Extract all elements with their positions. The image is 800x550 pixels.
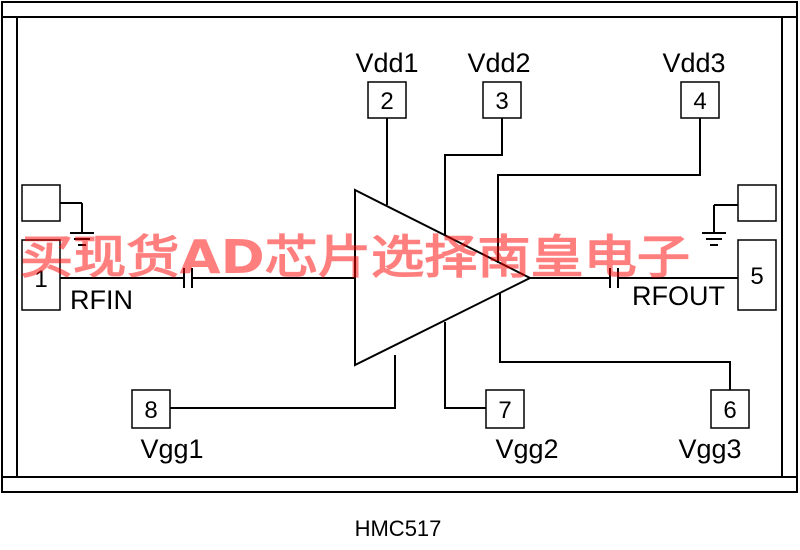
pin-8-number: 8	[144, 397, 157, 424]
vgg2-label: Vgg2	[495, 434, 558, 464]
pin-6-number: 6	[723, 397, 736, 424]
vgg2-trace	[444, 322, 486, 409]
part-number-caption: HMC517	[355, 516, 442, 541]
rf-input-trace	[60, 268, 355, 288]
pin-1: 1	[21, 239, 61, 311]
pin-2-number: 2	[380, 88, 393, 115]
rf-output-trace	[530, 268, 740, 288]
amplifier-triangle	[354, 188, 533, 367]
pin-4-number: 4	[693, 88, 706, 115]
output-ground-symbol	[702, 232, 726, 246]
input-ground-symbol	[70, 232, 94, 246]
pin-7-number: 7	[498, 397, 511, 424]
vgg1-label: Vgg1	[140, 434, 203, 464]
pin-1-number: 1	[34, 266, 47, 293]
package-outline	[1, 1, 798, 493]
pin-8: 8	[131, 389, 171, 429]
rfout-label: RFOUT	[632, 281, 725, 311]
input-ground-pad	[21, 184, 83, 232]
output-ground-pad	[713, 184, 777, 232]
pin-7: 7	[485, 389, 525, 429]
pin-5: 5	[737, 239, 777, 311]
vgg3-label: Vgg3	[678, 434, 741, 464]
vgg1-trace	[170, 355, 396, 409]
vdd3-label: Vdd3	[662, 48, 725, 78]
pin-4: 4	[680, 81, 720, 119]
watermark-text: 买现货AD芯片选择南皇电子	[20, 230, 690, 284]
vgg3-trace	[499, 293, 731, 390]
vdd1-label: Vdd1	[355, 48, 418, 78]
pin-3-number: 3	[495, 88, 508, 115]
pin-5-number: 5	[750, 263, 763, 290]
rfin-label: RFIN	[70, 285, 133, 315]
vdd3-trace	[497, 118, 701, 263]
pin-2: 2	[367, 81, 407, 119]
vdd2-label: Vdd2	[467, 48, 530, 78]
pin-3: 3	[482, 81, 522, 119]
vdd2-trace	[444, 118, 503, 235]
pin-6: 6	[710, 389, 750, 429]
